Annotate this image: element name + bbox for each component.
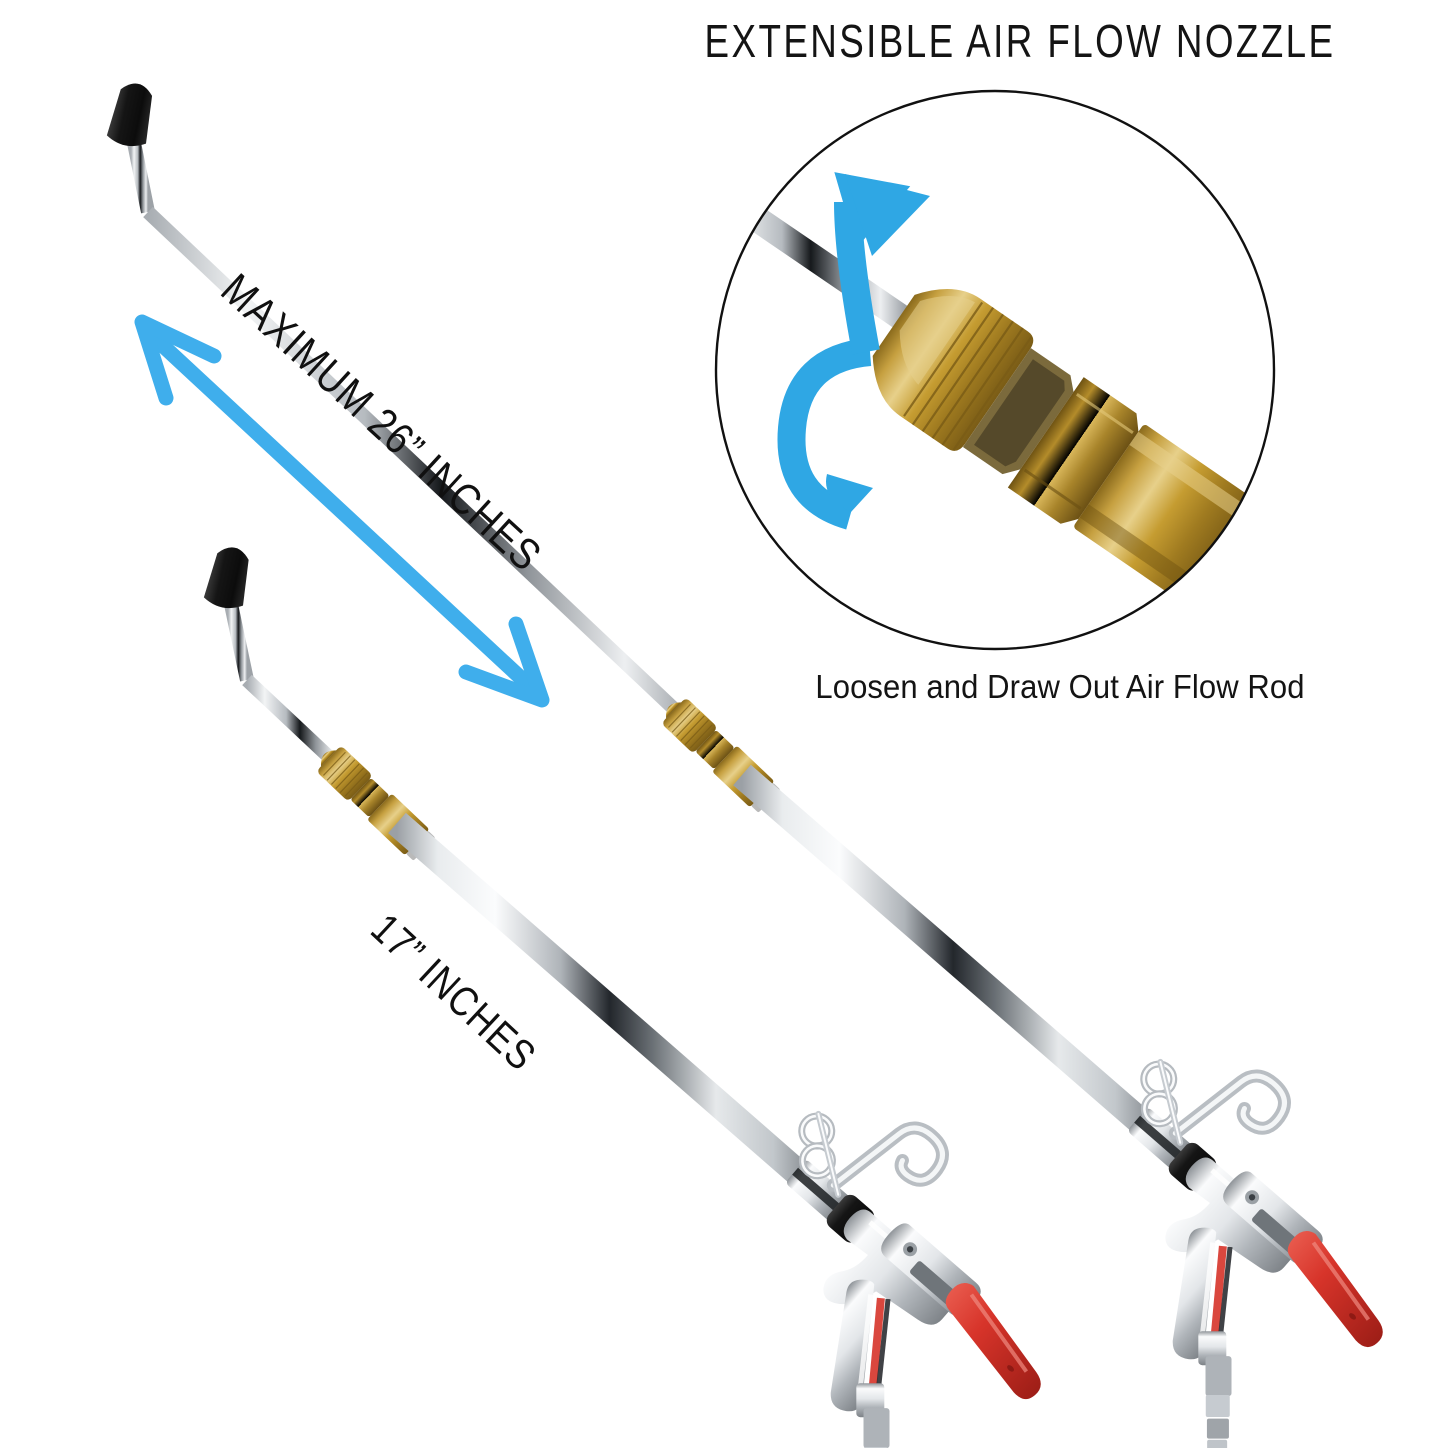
extended-chrome-barrel xyxy=(733,764,1157,1139)
extended-black-rubber-tip xyxy=(106,83,153,147)
extended-gun-assembly xyxy=(1128,1058,1404,1448)
detail-callout-circle xyxy=(714,89,1276,651)
extended-quick-connect-fitting xyxy=(1198,1331,1232,1448)
extended-hanger-rings xyxy=(1140,1058,1184,1146)
extended-red-trigger[interactable] xyxy=(1269,1225,1404,1353)
callout-circle-outline xyxy=(714,89,1276,651)
callout-hex-nut xyxy=(962,348,1074,475)
retracted-hanging-hook xyxy=(826,1121,949,1192)
retracted-chrome-barrel xyxy=(388,812,815,1191)
page-title: EXTENSIBLE AIR FLOW NOZZLE xyxy=(704,15,1336,67)
product-nozzle-retracted xyxy=(203,547,1062,1448)
retracted-gun-assembly xyxy=(786,1110,1062,1448)
extended-hanging-hook xyxy=(1168,1069,1291,1140)
product-nozzle-extended xyxy=(106,83,1404,1448)
retracted-red-trigger[interactable] xyxy=(927,1277,1062,1405)
retracted-thin-rod xyxy=(221,588,350,778)
callout-chrome-extension-tube xyxy=(1190,502,1274,649)
rotate-arrow xyxy=(777,172,930,530)
callout-brass-hex-collar xyxy=(1007,377,1139,524)
retracted-quick-connect-fitting xyxy=(856,1383,890,1448)
retracted-black-rubber-tip xyxy=(203,547,249,609)
detail-callout-caption: Loosen and Draw Out Air Flow Rod xyxy=(815,668,1305,705)
measure-arrow-double-headed xyxy=(134,314,550,708)
callout-knurled-brass-cap xyxy=(872,289,1034,451)
retracted-hanger-rings xyxy=(798,1110,842,1198)
